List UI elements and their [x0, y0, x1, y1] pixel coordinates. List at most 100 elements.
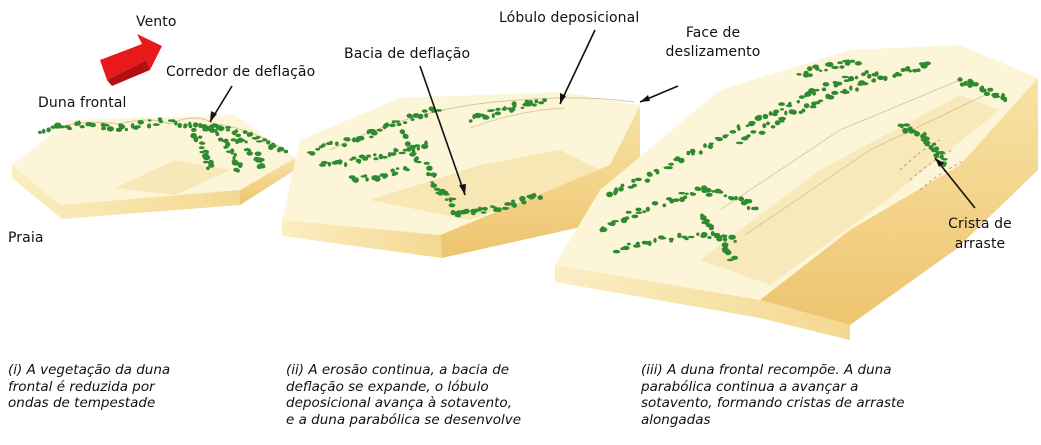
vegetation-blob [119, 124, 125, 129]
vegetation-blob [502, 207, 509, 210]
vegetation-blob [632, 215, 639, 219]
vegetation-blob [495, 112, 501, 116]
vegetation-blob [481, 211, 487, 214]
vegetation-blob [396, 167, 399, 170]
vegetation-blob [709, 143, 714, 145]
vegetation-blob [77, 120, 81, 125]
vegetation-blob [438, 191, 444, 195]
deflation-basin-label: Bacia de deflação [344, 46, 470, 62]
vegetation-blob [957, 77, 962, 81]
vegetation-blob [232, 131, 237, 134]
vegetation-blob [848, 76, 854, 81]
vegetation-blob [653, 238, 656, 243]
vegetation-blob [369, 136, 373, 139]
vegetation-blob [905, 67, 909, 71]
vegetation-blob [328, 162, 332, 167]
vegetation-blob [707, 236, 711, 239]
vegetation-blob [422, 109, 428, 112]
vegetation-blob [177, 123, 182, 128]
vegetation-blob [488, 109, 495, 111]
vegetation-blob [818, 100, 823, 103]
vegetation-blob [668, 163, 674, 166]
foredune-label: Duna frontal [38, 95, 127, 111]
vegetation-blob [542, 98, 547, 102]
vegetation-blob [490, 205, 495, 208]
vegetation-blob [329, 141, 333, 145]
vegetation-blob [38, 131, 42, 134]
vegetation-blob [243, 130, 248, 134]
vegetation-blob [206, 167, 210, 170]
vegetation-blob [706, 193, 713, 197]
vegetation-blob [622, 246, 629, 250]
vegetation-blob [433, 173, 436, 178]
vegetation-blob [984, 92, 990, 96]
vegetation-blob [678, 192, 685, 195]
vegetation-blob [366, 155, 371, 158]
vegetation-blob [972, 82, 977, 86]
vegetation-blob [147, 124, 151, 129]
wind-label: Vento [136, 14, 177, 30]
vegetation-blob [193, 122, 199, 127]
vegetation-blob [397, 123, 402, 127]
vegetation-blob [159, 120, 163, 123]
vegetation-blob [245, 141, 248, 144]
vegetation-blob [621, 184, 625, 188]
vegetation-blob [763, 114, 769, 119]
vegetation-blob [272, 145, 277, 148]
vegetation-blob [850, 60, 855, 63]
vegetation-blob [80, 125, 85, 128]
vegetation-blob [363, 174, 367, 177]
vegetation-blob [824, 69, 828, 72]
vegetation-blob [942, 158, 948, 161]
vegetation-blob [509, 108, 514, 113]
vegetation-blob [335, 142, 339, 146]
vegetation-blob [849, 85, 852, 90]
vegetation-blob [266, 140, 270, 144]
vegetation-blob [384, 123, 389, 128]
vegetation-blob [686, 151, 690, 155]
vegetation-blob [631, 179, 635, 183]
vegetation-blob [449, 203, 456, 207]
vegetation-blob [192, 129, 196, 132]
vegetation-blob [837, 61, 843, 64]
vegetation-blob [430, 183, 437, 188]
vegetation-blob [618, 187, 624, 192]
vegetation-blob [101, 126, 106, 130]
vegetation-blob [705, 188, 712, 193]
vegetation-blob [855, 87, 859, 91]
vegetation-blob [373, 153, 376, 156]
vegetation-blob [633, 244, 641, 247]
vegetation-blob [199, 141, 204, 144]
vegetation-blob [636, 211, 643, 214]
vegetation-blob [812, 65, 819, 69]
vegetation-blob [183, 126, 187, 129]
vegetation-blob [708, 144, 713, 149]
vegetation-blob [538, 195, 543, 200]
vegetation-blob [356, 159, 362, 163]
beach-label: Praia [8, 230, 44, 246]
vegetation-blob [231, 151, 234, 155]
vegetation-blob [909, 127, 913, 132]
vegetation-blob [799, 95, 805, 99]
vegetation-blob [383, 173, 388, 178]
vegetation-blob [923, 141, 930, 145]
vegetation-blob [932, 143, 936, 146]
vegetation-blob [875, 71, 879, 76]
vegetation-blob [342, 143, 347, 147]
vegetation-blob [673, 198, 680, 202]
depositional-lobe-label: Lóbulo deposicional [499, 10, 639, 26]
vegetation-blob [223, 146, 228, 149]
vegetation-blob [365, 177, 368, 181]
vegetation-blob [731, 256, 738, 260]
vegetation-blob [899, 73, 902, 76]
vegetation-blob [656, 170, 660, 174]
vegetation-blob [107, 126, 114, 131]
vegetation-blob [284, 150, 289, 153]
vegetation-blob [534, 99, 538, 103]
vegetation-blob [736, 142, 743, 145]
vegetation-blob [696, 233, 699, 236]
vegetation-blob [737, 124, 740, 129]
vegetation-blob [769, 111, 773, 116]
vegetation-blob [481, 115, 487, 118]
vegetation-blob [496, 207, 502, 212]
